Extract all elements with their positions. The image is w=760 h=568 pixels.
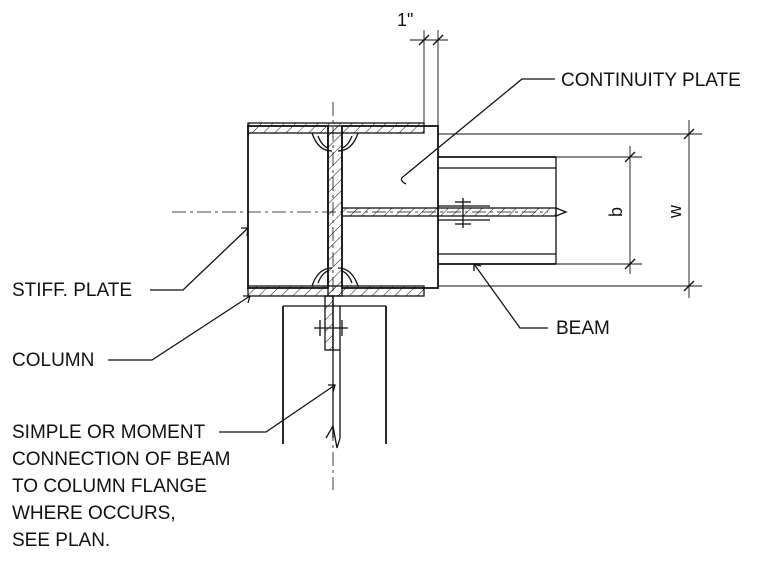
- offset-dimension: [410, 30, 448, 126]
- connection-leader: [219, 384, 336, 433]
- connection-note-line-5: SEE PLAN.: [12, 530, 110, 551]
- beam-leader: [473, 263, 548, 329]
- b-dimension-label: b: [606, 207, 626, 217]
- stiff-plate-label: STIFF. PLATE: [12, 280, 132, 301]
- w-dimension-label: w: [665, 204, 685, 219]
- connection-note-line-4: WHERE OCCURS,: [12, 503, 176, 524]
- column-flange-fillets: [311, 132, 359, 287]
- w-dimension: [438, 120, 702, 298]
- column-label: COLUMN: [12, 350, 94, 371]
- offset-dimension-label: 1": [397, 10, 413, 30]
- continuity-plate-label: CONTINUITY PLATE: [561, 70, 741, 91]
- continuity-plate-leader: [400, 78, 555, 185]
- beam-shear-tab: [341, 205, 568, 221]
- connection-note-line-3: TO COLUMN FLANGE: [12, 476, 207, 497]
- beam-bolts: [455, 198, 471, 228]
- stiffener-plate: [247, 125, 329, 289]
- beam-label: BEAM: [556, 318, 610, 339]
- connection-note-line-2: CONNECTION OF BEAM: [12, 449, 231, 470]
- b-dimension: [556, 146, 642, 274]
- stiff-plate-leader: [150, 227, 249, 291]
- connection-note-line-1: SIMPLE OR MOMENT: [12, 422, 206, 443]
- lower-column: [282, 295, 387, 449]
- column-leader: [108, 295, 251, 361]
- continuity-plate: [341, 125, 439, 289]
